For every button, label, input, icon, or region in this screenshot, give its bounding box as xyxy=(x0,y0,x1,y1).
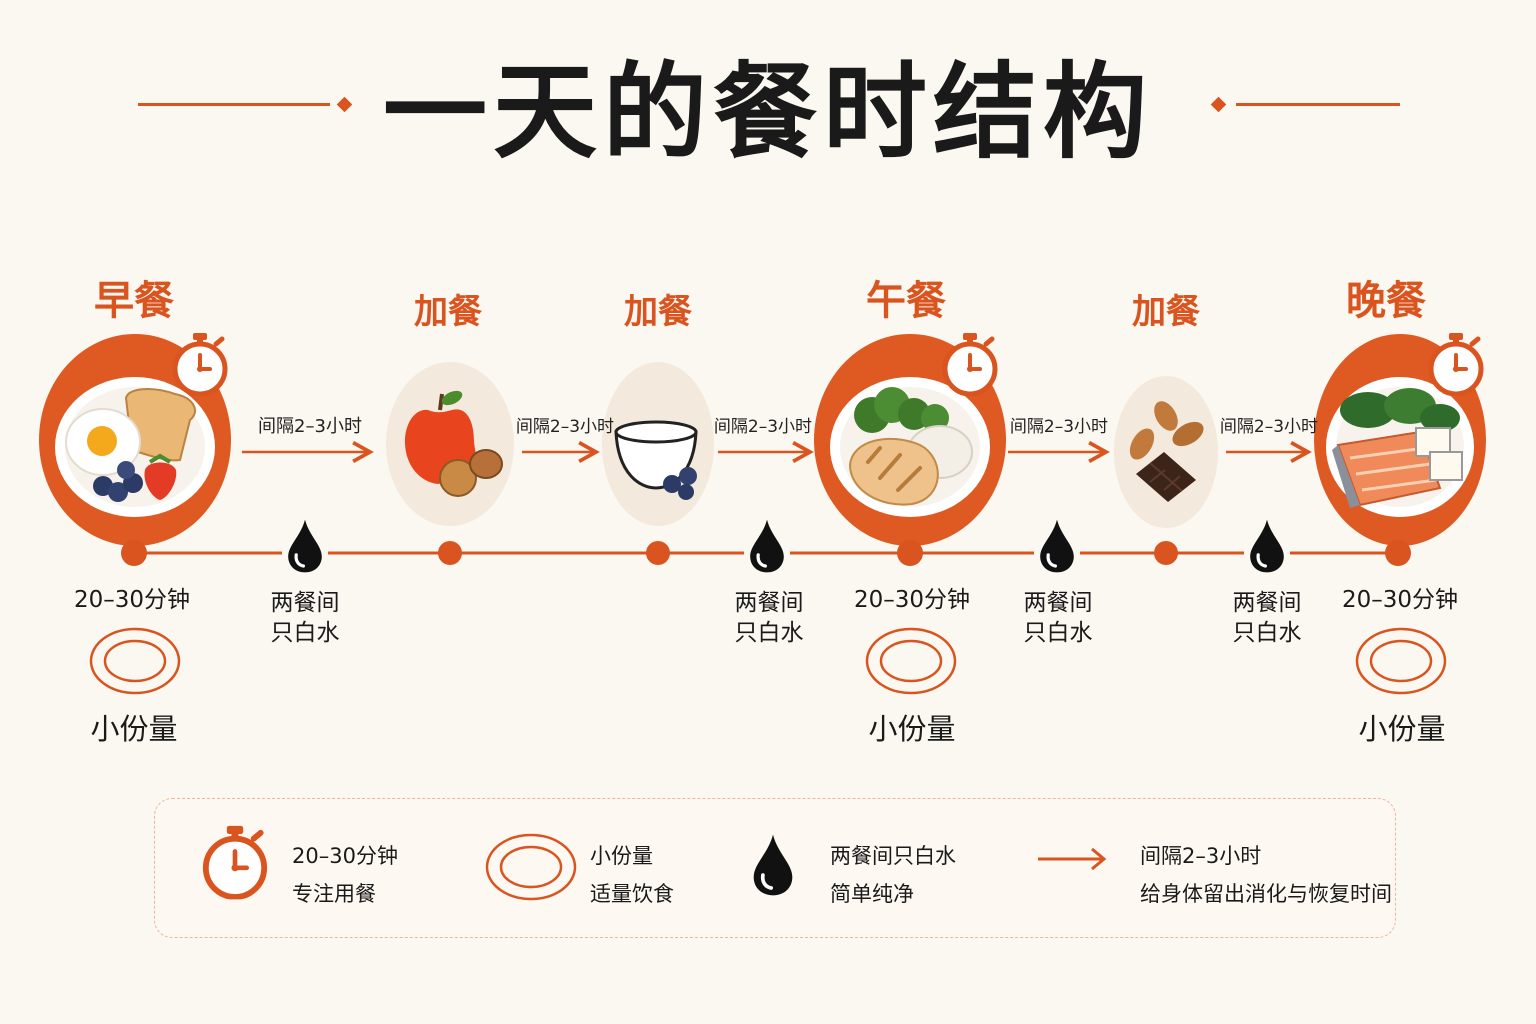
interval-label-1: 间隔2–3小时 xyxy=(258,416,362,437)
dinner-duration: 20–30分钟 xyxy=(1341,587,1459,613)
snack-label-1: 加餐 xyxy=(414,292,482,332)
water-drop-icon xyxy=(750,830,796,900)
water-note-line: 两餐间 xyxy=(734,590,804,616)
breakfast-stopwatch-icon xyxy=(175,333,225,394)
legend-line: 间隔2–3小时 xyxy=(1140,844,1262,868)
dinner-plate-icon xyxy=(1314,334,1486,546)
almond-chocolate-icon xyxy=(1114,376,1218,528)
lunch-portion: 小份量 xyxy=(868,712,956,746)
legend-line: 专注用餐 xyxy=(292,882,376,906)
dinner-stopwatch-icon xyxy=(1431,333,1481,394)
dinner-portion: 小份量 xyxy=(1358,712,1446,746)
legend-item-interval: 间隔2–3小时 给身体留出消化与恢复时间 xyxy=(1140,840,1392,908)
lunch-duration: 20–30分钟 xyxy=(853,587,971,613)
plate-icon xyxy=(1355,627,1447,695)
yogurt-blueberry-icon xyxy=(602,362,714,526)
legend-line: 两餐间只白水 xyxy=(830,844,956,868)
legend-line: 给身体留出消化与恢复时间 xyxy=(1140,882,1392,906)
water-note-line: 两餐间 xyxy=(270,590,340,616)
interval-label-3: 间隔2–3小时 xyxy=(713,417,813,437)
breakfast-plate-icon xyxy=(39,334,231,546)
legend-line: 小份量 xyxy=(590,844,653,868)
water-note-line: 只白水 xyxy=(734,620,804,646)
timeline-dot-snack-3 xyxy=(1154,541,1178,565)
legend-item-duration: 20–30分钟 专注用餐 xyxy=(292,840,398,908)
title-rule-right xyxy=(1236,103,1400,106)
title-rule-left xyxy=(138,103,330,106)
timeline-dot-lunch xyxy=(897,540,923,566)
snack-label-3: 加餐 xyxy=(1132,292,1200,332)
water-note-line: 只白水 xyxy=(1232,620,1302,646)
timeline-dot-breakfast xyxy=(121,540,147,566)
water-note-2: 两餐间 只白水 xyxy=(709,588,829,648)
arrow-icon xyxy=(1038,847,1107,871)
page-title: 一天的餐时结构 xyxy=(382,51,1153,173)
legend-line: 简单纯净 xyxy=(830,882,914,906)
water-note-line: 只白水 xyxy=(1023,620,1093,646)
water-note-line: 只白水 xyxy=(270,620,340,646)
snack-label-2: 加餐 xyxy=(624,292,692,332)
water-note-4: 两餐间 只白水 xyxy=(1207,588,1327,648)
meal-label-breakfast: 早餐 xyxy=(94,278,174,324)
stopwatch-icon xyxy=(200,824,270,900)
timeline-dot-snack-1 xyxy=(438,541,462,565)
timeline-dot-snack-2 xyxy=(646,541,670,565)
interval-label-5: 间隔2–3小时 xyxy=(1219,417,1319,437)
water-note-1: 两餐间 只白水 xyxy=(245,588,365,648)
water-note-line: 两餐间 xyxy=(1232,590,1302,616)
interval-label-4: 间隔2–3小时 xyxy=(1009,417,1109,437)
breakfast-portion: 小份量 xyxy=(90,712,178,746)
lunch-plate-icon xyxy=(814,334,1006,546)
legend-line: 适量饮食 xyxy=(590,882,674,906)
interval-label-2: 间隔2–3小时 xyxy=(515,417,615,437)
apple-walnut-icon xyxy=(386,362,514,526)
plate-icon xyxy=(482,832,580,902)
breakfast-duration: 20–30分钟 xyxy=(73,587,191,613)
lunch-stopwatch-icon xyxy=(945,333,995,394)
plate-icon xyxy=(89,627,181,695)
legend-item-water: 两餐间只白水 简单纯净 xyxy=(830,840,956,908)
legend-item-portion: 小份量 适量饮食 xyxy=(590,840,674,908)
timeline-dot-dinner xyxy=(1385,540,1411,566)
water-note-3: 两餐间 只白水 xyxy=(998,588,1118,648)
meal-label-lunch: 午餐 xyxy=(866,278,946,324)
meal-label-dinner: 晚餐 xyxy=(1346,278,1426,324)
legend-line: 20–30分钟 xyxy=(292,844,398,868)
plate-icon xyxy=(865,627,957,695)
water-note-line: 两餐间 xyxy=(1023,590,1093,616)
